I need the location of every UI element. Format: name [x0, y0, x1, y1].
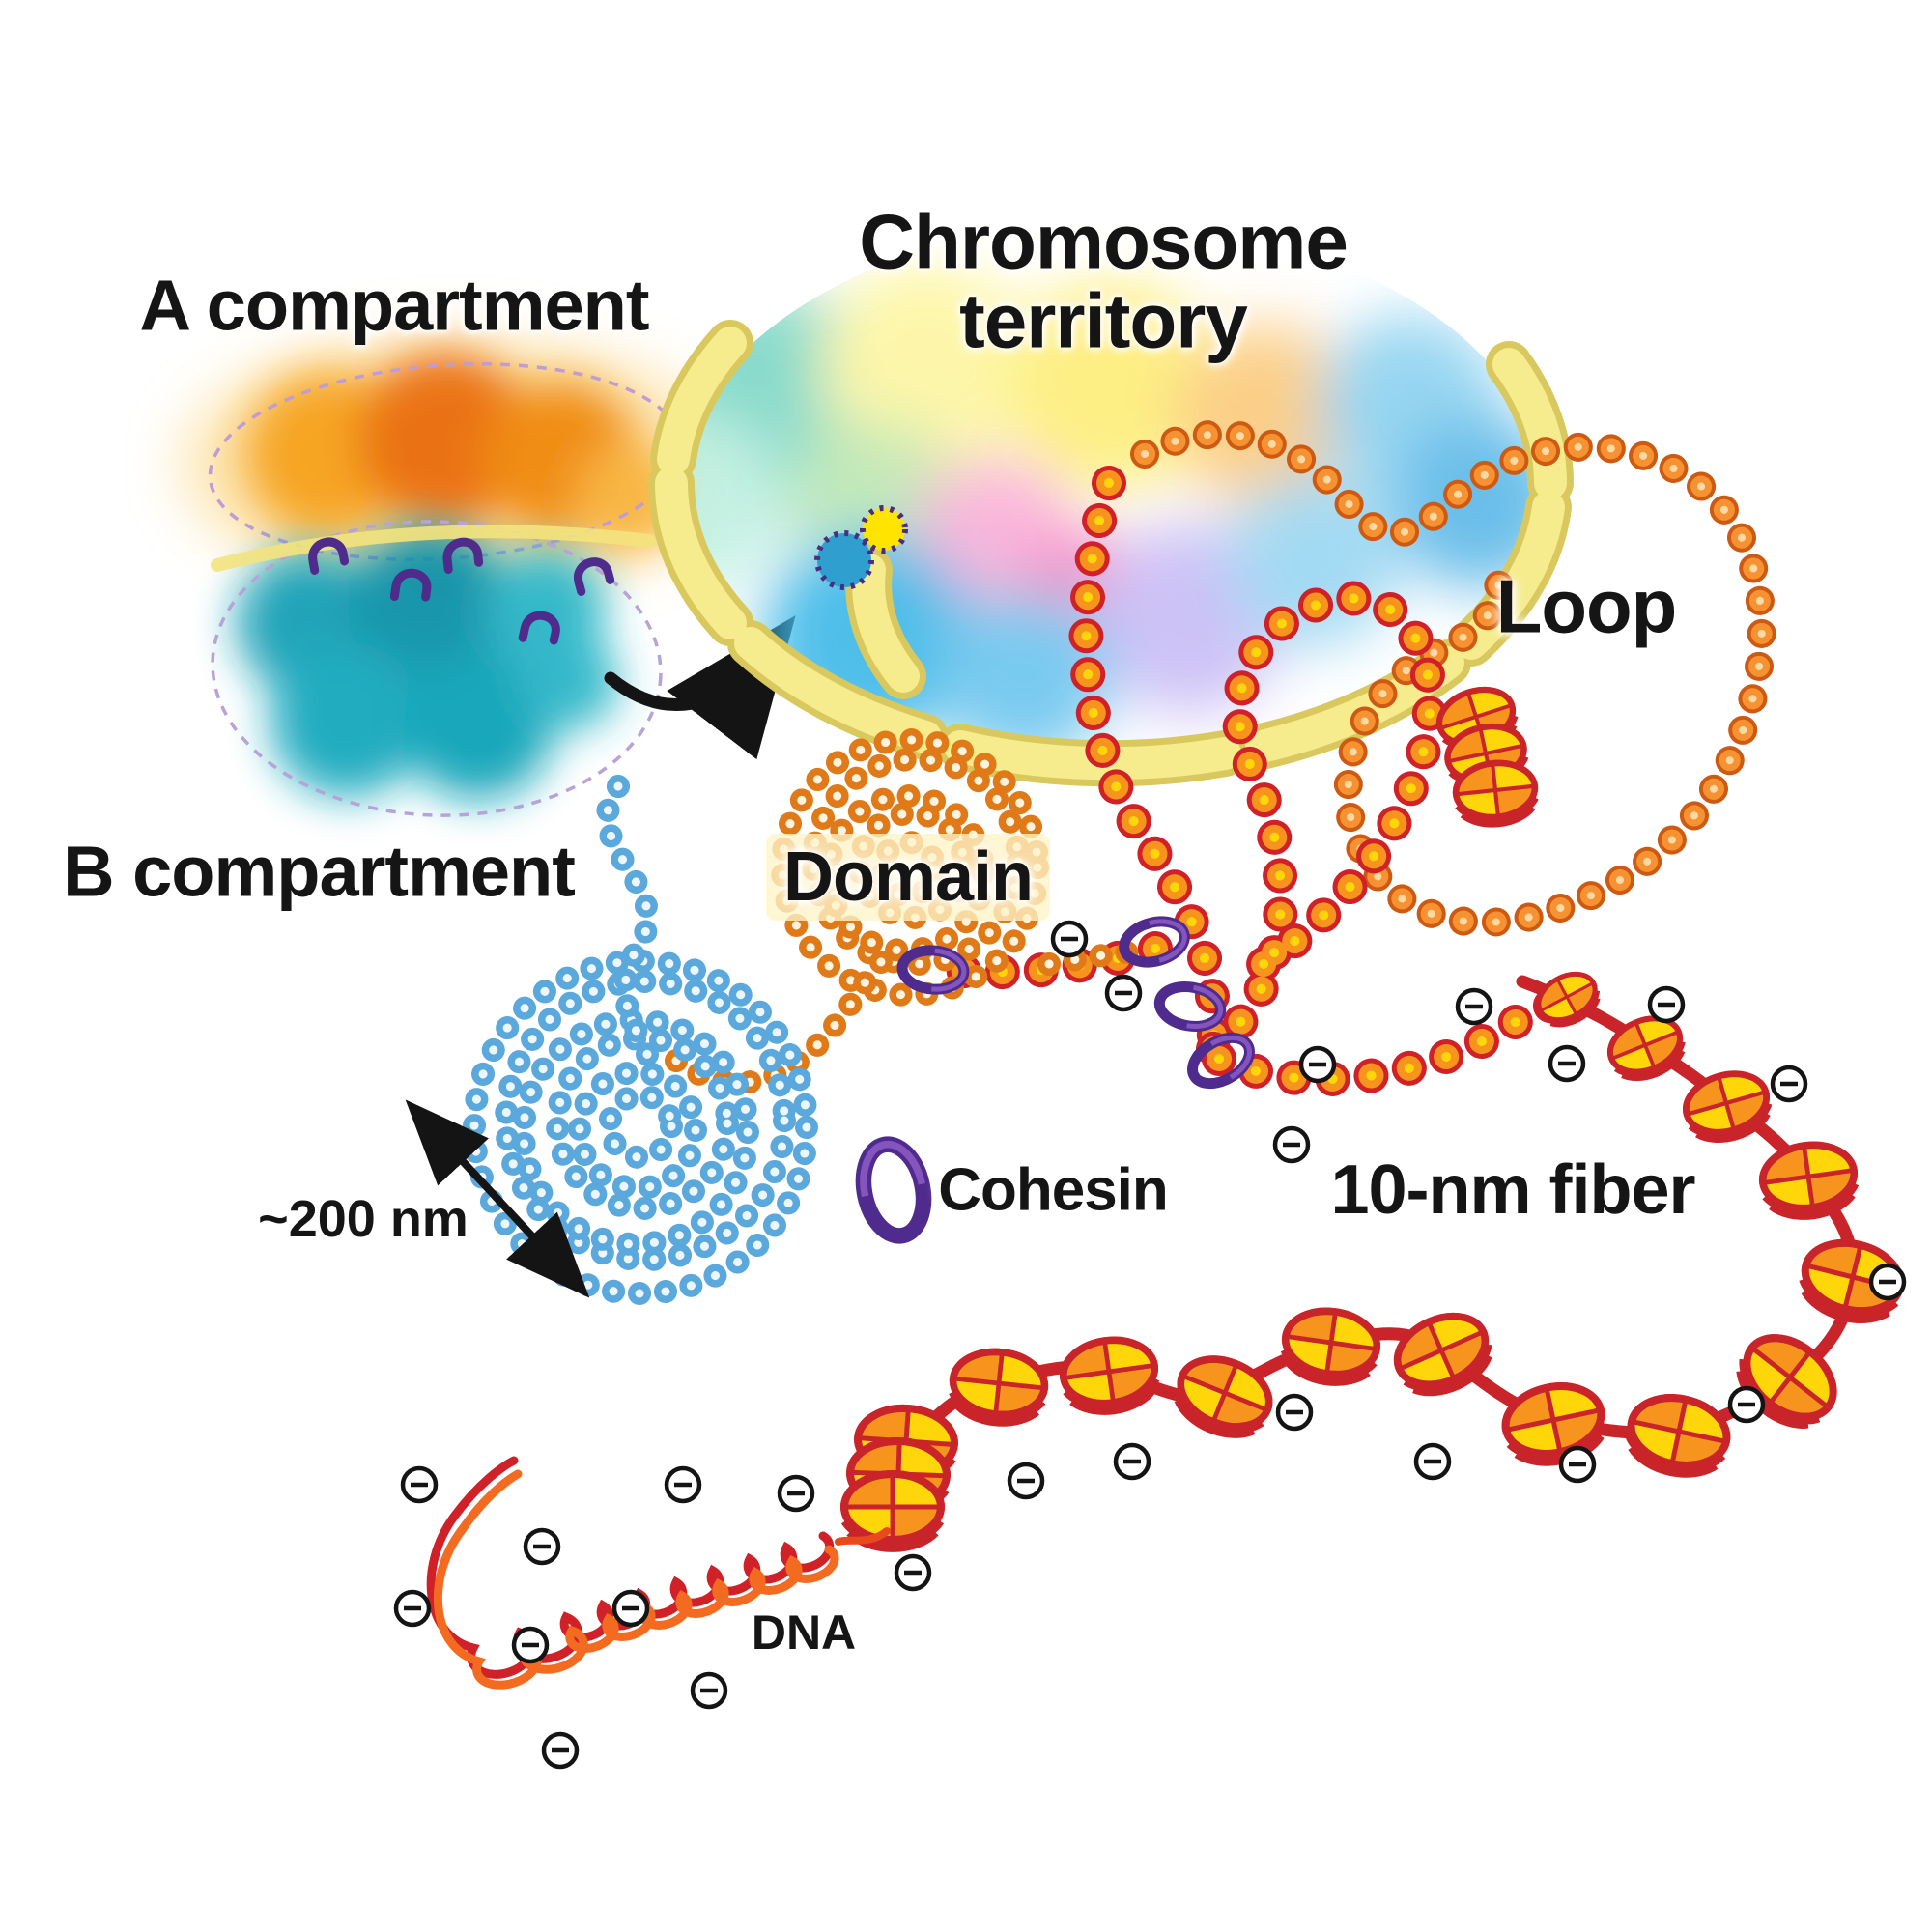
scale-bar-arrow — [405, 1099, 590, 1298]
scale-label: ~200 nm — [258, 1190, 469, 1248]
chromosome-territory-line2: territory — [959, 278, 1248, 364]
b-compartment-label: B compartment — [63, 831, 576, 912]
nucleosome-disc — [1531, 965, 1605, 1034]
negative-charge-icon — [1416, 1445, 1449, 1478]
negative-charge-icon — [526, 1530, 558, 1563]
cohesin-legend-icon — [856, 1139, 932, 1241]
negative-charge-icon — [396, 1592, 429, 1625]
a-compartment-label: A compartment — [139, 265, 649, 346]
negative-charge-icon — [614, 1592, 647, 1625]
fiber-10nm-label: 10-nm fiber — [1330, 1151, 1695, 1229]
territory-blue-body — [814, 530, 874, 590]
negative-charge-icon — [693, 1674, 725, 1707]
loop-label: Loop — [1495, 563, 1678, 649]
domain-label: Domain — [765, 834, 1051, 921]
compartment-boundary-fiber — [211, 525, 656, 572]
negative-charge-icon — [1278, 1396, 1311, 1429]
negative-charge-icon — [1650, 988, 1683, 1021]
chromosome-territory-label: Chromosome territory — [859, 198, 1349, 364]
negative-charge-icon — [780, 1477, 812, 1510]
nucleosome-disc — [1280, 1305, 1380, 1387]
nucleosome-disc — [1168, 1347, 1279, 1445]
territory-yellow-body — [860, 505, 908, 554]
negative-charge-icon — [1458, 990, 1491, 1023]
cohesin-label: Cohesin — [938, 1156, 1169, 1224]
nucleosome-disc — [1059, 1334, 1159, 1416]
fiber-10nm — [844, 681, 1908, 1548]
a-compartment-blob — [184, 338, 724, 589]
negative-charge-icon — [1871, 1265, 1904, 1298]
nucleosome-disc — [950, 1348, 1048, 1427]
negative-charge-icon — [667, 1468, 699, 1501]
negative-charge-icon — [1116, 1445, 1149, 1478]
negative-charge-icon — [514, 1629, 547, 1661]
nucleosome-disc — [844, 1474, 941, 1548]
negative-charge-icon — [1730, 1388, 1763, 1421]
chromosome-territory — [648, 261, 1574, 787]
negative-charge-icon — [1550, 1047, 1583, 1080]
negative-charge-icon — [1009, 1464, 1042, 1497]
territory-color-blobs — [674, 261, 1548, 763]
nucleosome-disc — [1623, 1389, 1733, 1481]
negative-charge-icon — [544, 1734, 577, 1767]
dna-label: DNA — [751, 1605, 857, 1660]
negative-charge-icon — [1107, 977, 1140, 1009]
negative-charge-icon — [896, 1556, 929, 1589]
chromosome-territory-line1: Chromosome — [859, 198, 1349, 285]
negative-charge-icon — [1301, 1048, 1334, 1081]
b-compartment-outline — [211, 520, 663, 817]
negative-charge-icon — [403, 1468, 436, 1501]
negative-charge-icon — [1561, 1448, 1594, 1481]
negative-charge-icon — [1275, 1128, 1308, 1161]
negative-charge-icon — [1053, 923, 1086, 955]
negative-charge-icon — [1773, 1067, 1805, 1100]
nucleosome-disc — [1758, 1139, 1859, 1221]
